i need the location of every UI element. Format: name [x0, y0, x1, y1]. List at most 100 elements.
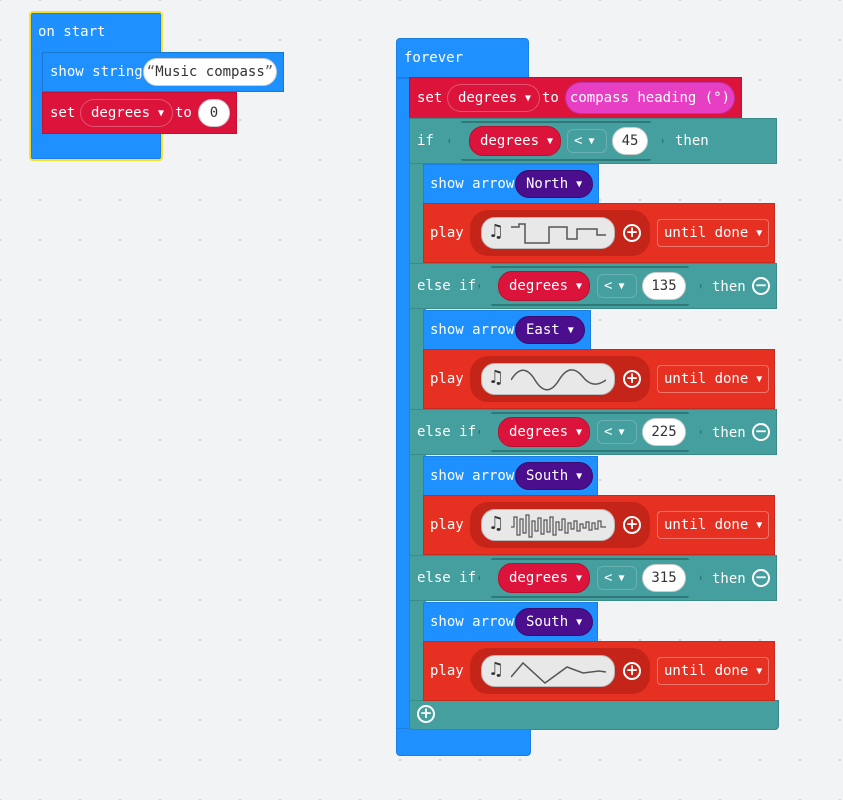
sound-field-1[interactable]: ♫ +: [470, 210, 650, 256]
degrees-var-dropdown-2[interactable]: degrees ▼: [447, 84, 540, 112]
quote-open: “: [146, 64, 156, 80]
sound-preview-3: ♫: [481, 509, 615, 541]
caret-down-icon: ▼: [588, 135, 595, 147]
music-note-icon: ♫: [488, 513, 505, 534]
arrow-dropdown-2[interactable]: East ▼: [515, 316, 585, 344]
arrow-value-4: South: [526, 614, 569, 630]
branch3-op-dropdown[interactable]: < ▼: [597, 420, 637, 444]
show-string-label: show string: [50, 64, 143, 80]
branch1-value-field[interactable]: 45: [612, 127, 648, 155]
var-name-2: degrees: [458, 90, 518, 106]
set-value-field[interactable]: 0: [198, 99, 230, 127]
else-if-label-2: else if: [417, 278, 477, 294]
caret-down-icon: ▼: [576, 178, 583, 190]
var-name: degrees: [91, 105, 151, 121]
caret-down-icon: ▼: [618, 426, 625, 438]
minus-circle-icon[interactable]: −: [752, 569, 770, 587]
arrow-value-3: South: [526, 468, 569, 484]
arrow-value-2: East: [526, 322, 560, 338]
plus-circle-icon[interactable]: +: [623, 370, 641, 388]
branch2-value: 135: [651, 278, 677, 294]
sound-field-2[interactable]: ♫ +: [470, 356, 650, 402]
music-note-icon: ♫: [488, 659, 505, 680]
until-done-label-4: until done: [664, 663, 749, 679]
show-arrow-label-3: show arrow: [430, 468, 515, 484]
plus-circle-icon[interactable]: +: [623, 516, 641, 534]
caret-down-icon: ▼: [576, 470, 583, 482]
to-label-2: to: [542, 90, 559, 106]
until-done-dropdown-1[interactable]: until done ▼: [657, 219, 769, 247]
then-label-2: then: [712, 279, 746, 295]
branch1-op-dropdown[interactable]: < ▼: [567, 129, 607, 153]
branch2-var: degrees: [509, 278, 569, 294]
forever-bottom: [396, 728, 531, 756]
to-label: to: [175, 105, 192, 121]
until-done-dropdown-4[interactable]: until done ▼: [657, 657, 769, 685]
branch4-var: degrees: [509, 570, 569, 586]
branch1-value: 45: [621, 133, 639, 149]
caret-down-icon: ▼: [576, 616, 583, 628]
plus-circle-icon[interactable]: +: [623, 662, 641, 680]
caret-down-icon: ▼: [567, 324, 574, 336]
music-note-icon: ♫: [488, 367, 505, 388]
degrees-var-dropdown[interactable]: degrees ▼: [80, 99, 173, 127]
branch2-value-field[interactable]: 135: [642, 272, 686, 300]
arrow-dropdown-4[interactable]: South ▼: [515, 608, 593, 636]
square-wave-icon: [511, 223, 606, 244]
until-done-dropdown-3[interactable]: until done ▼: [657, 511, 769, 539]
plus-circle-icon[interactable]: +: [417, 705, 435, 723]
branch4-op-dropdown[interactable]: < ▼: [597, 566, 637, 590]
branch4-value: 315: [651, 570, 677, 586]
show-arrow-label-4: show arrow: [430, 614, 515, 630]
minus-circle-icon[interactable]: −: [752, 423, 770, 441]
caret-down-icon: ▼: [756, 373, 763, 385]
caret-down-icon: ▼: [547, 135, 554, 147]
set-value: 0: [209, 105, 219, 121]
if-block-end: [409, 700, 779, 730]
until-done-dropdown-2[interactable]: until done ▼: [657, 365, 769, 393]
minus-circle-icon[interactable]: −: [752, 277, 770, 295]
arrow-dropdown-1[interactable]: North ▼: [515, 170, 593, 198]
caret-down-icon: ▼: [576, 572, 583, 584]
until-done-label-2: until done: [664, 371, 749, 387]
then-label-4: then: [712, 571, 746, 587]
branch2-var-dropdown[interactable]: degrees ▼: [498, 271, 590, 301]
arrow-dropdown-3[interactable]: South ▼: [515, 462, 593, 490]
sine-wave-icon: [511, 369, 606, 391]
branch3-var: degrees: [509, 424, 569, 440]
plus-circle-icon[interactable]: +: [623, 224, 641, 242]
caret-down-icon: ▼: [525, 92, 532, 104]
branch4-var-dropdown[interactable]: degrees ▼: [498, 563, 590, 593]
caret-down-icon: ▼: [618, 572, 625, 584]
until-done-label-3: until done: [664, 517, 749, 533]
show-string-text: Music compass: [155, 64, 265, 80]
else-if-label-3: else if: [417, 424, 477, 440]
branch2-op-dropdown[interactable]: < ▼: [597, 274, 637, 298]
branch3-value-field[interactable]: 225: [642, 418, 686, 446]
branch3-value: 225: [651, 424, 677, 440]
until-done-label-1: until done: [664, 225, 749, 241]
forever-hat[interactable]: forever: [396, 38, 529, 78]
play-label-1: play: [430, 225, 464, 241]
branch1-var-dropdown[interactable]: degrees ▼: [469, 126, 561, 156]
caret-down-icon: ▼: [576, 426, 583, 438]
caret-down-icon: ▼: [618, 280, 625, 292]
quote-close: ”: [264, 64, 274, 80]
forever-label: forever: [404, 50, 464, 66]
branch4-op: <: [604, 570, 613, 586]
sound-field-3[interactable]: ♫ +: [470, 502, 650, 548]
show-arrow-label-2: show arrow: [430, 322, 515, 338]
caret-down-icon: ▼: [158, 107, 165, 119]
sound-field-4[interactable]: ♫ +: [470, 648, 650, 694]
branch3-var-dropdown[interactable]: degrees ▼: [498, 417, 590, 447]
music-note-icon: ♫: [488, 221, 505, 242]
compass-heading-reporter[interactable]: compass heading (°): [565, 82, 735, 114]
branch3-op: <: [604, 424, 613, 440]
show-string-value[interactable]: “ Music compass ”: [143, 58, 277, 86]
play-label-4: play: [430, 663, 464, 679]
sound-preview-1: ♫: [481, 217, 615, 249]
branch4-value-field[interactable]: 315: [642, 564, 686, 592]
branch1-op: <: [574, 133, 583, 149]
sound-preview-4: ♫: [481, 655, 615, 687]
show-arrow-label-1: show arrow: [430, 176, 515, 192]
